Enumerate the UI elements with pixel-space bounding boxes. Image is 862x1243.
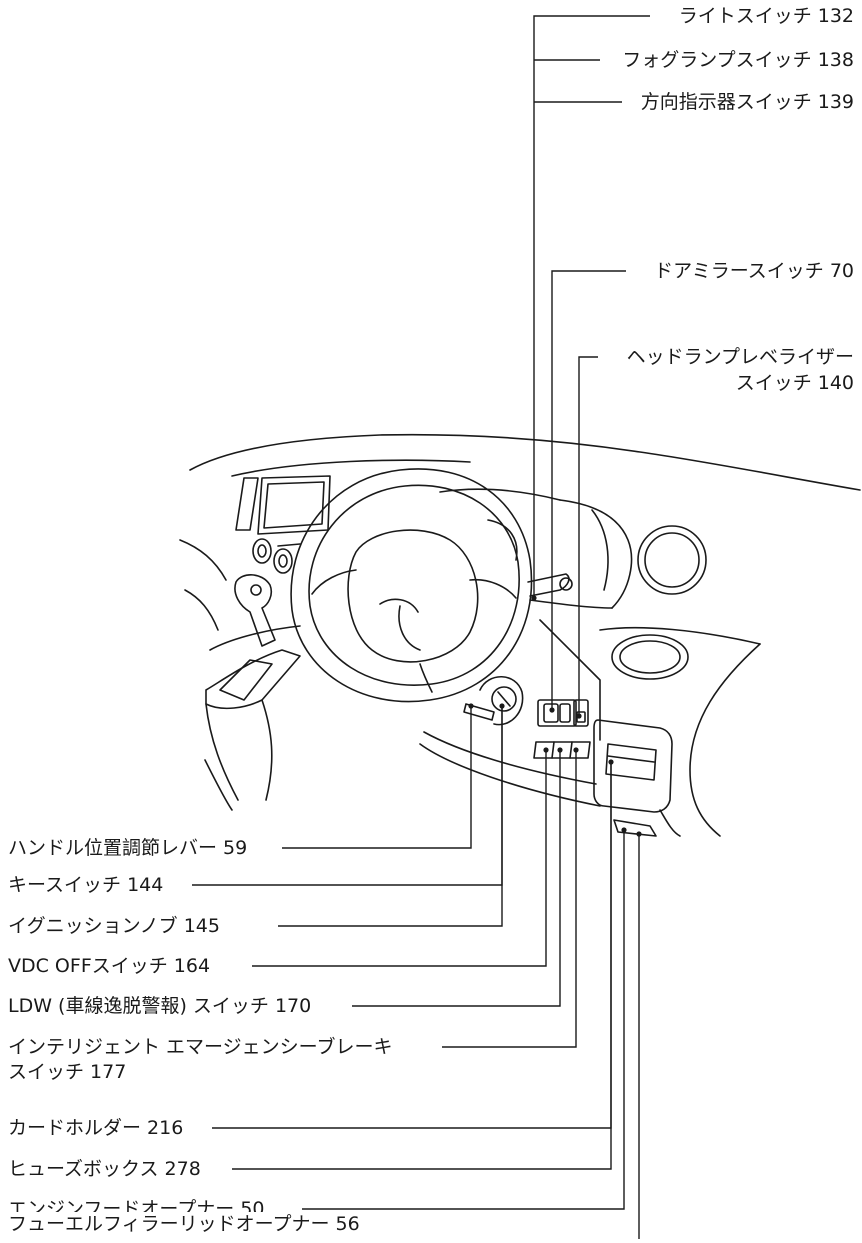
label-fuel-lid-opener: フューエルフィラーリッドオープナー 56: [8, 1212, 360, 1236]
label-steering-adjust-lever: ハンドル位置調節レバー 59: [8, 836, 248, 860]
label-fog-lamp-switch: フォグランプスイッチ 138: [622, 48, 854, 72]
dashboard-illustration: [179, 433, 861, 837]
label-emergency-brake-line1: インテリジェント エマージェンシーブレーキ: [8, 1035, 393, 1059]
label-turn-signal-switch: 方向指示器スイッチ 139: [640, 90, 854, 114]
label-light-switch: ライトスイッチ 132: [678, 4, 854, 28]
label-fuse-box: ヒューズボックス 278: [8, 1157, 201, 1181]
label-headlamp-leveler-line2: スイッチ 140: [735, 371, 854, 395]
label-vdc-off-switch: VDC OFFスイッチ 164: [8, 954, 211, 978]
label-door-mirror-switch: ドアミラースイッチ 70: [654, 259, 854, 283]
label-card-holder: カードホルダー 216: [8, 1116, 184, 1140]
callout-lines-left: [192, 703, 642, 1243]
label-ignition-knob: イグニッションノブ 145: [8, 914, 220, 938]
label-key-switch: キースイッチ 144: [8, 873, 164, 897]
label-headlamp-leveler-line1: ヘッドランプレベライザー: [626, 345, 854, 369]
label-emergency-brake-line2: スイッチ 177: [8, 1060, 127, 1084]
callout-lines-right: [531, 15, 650, 719]
label-ldw-switch: LDW (車線逸脱警報) スイッチ 170: [8, 994, 312, 1018]
